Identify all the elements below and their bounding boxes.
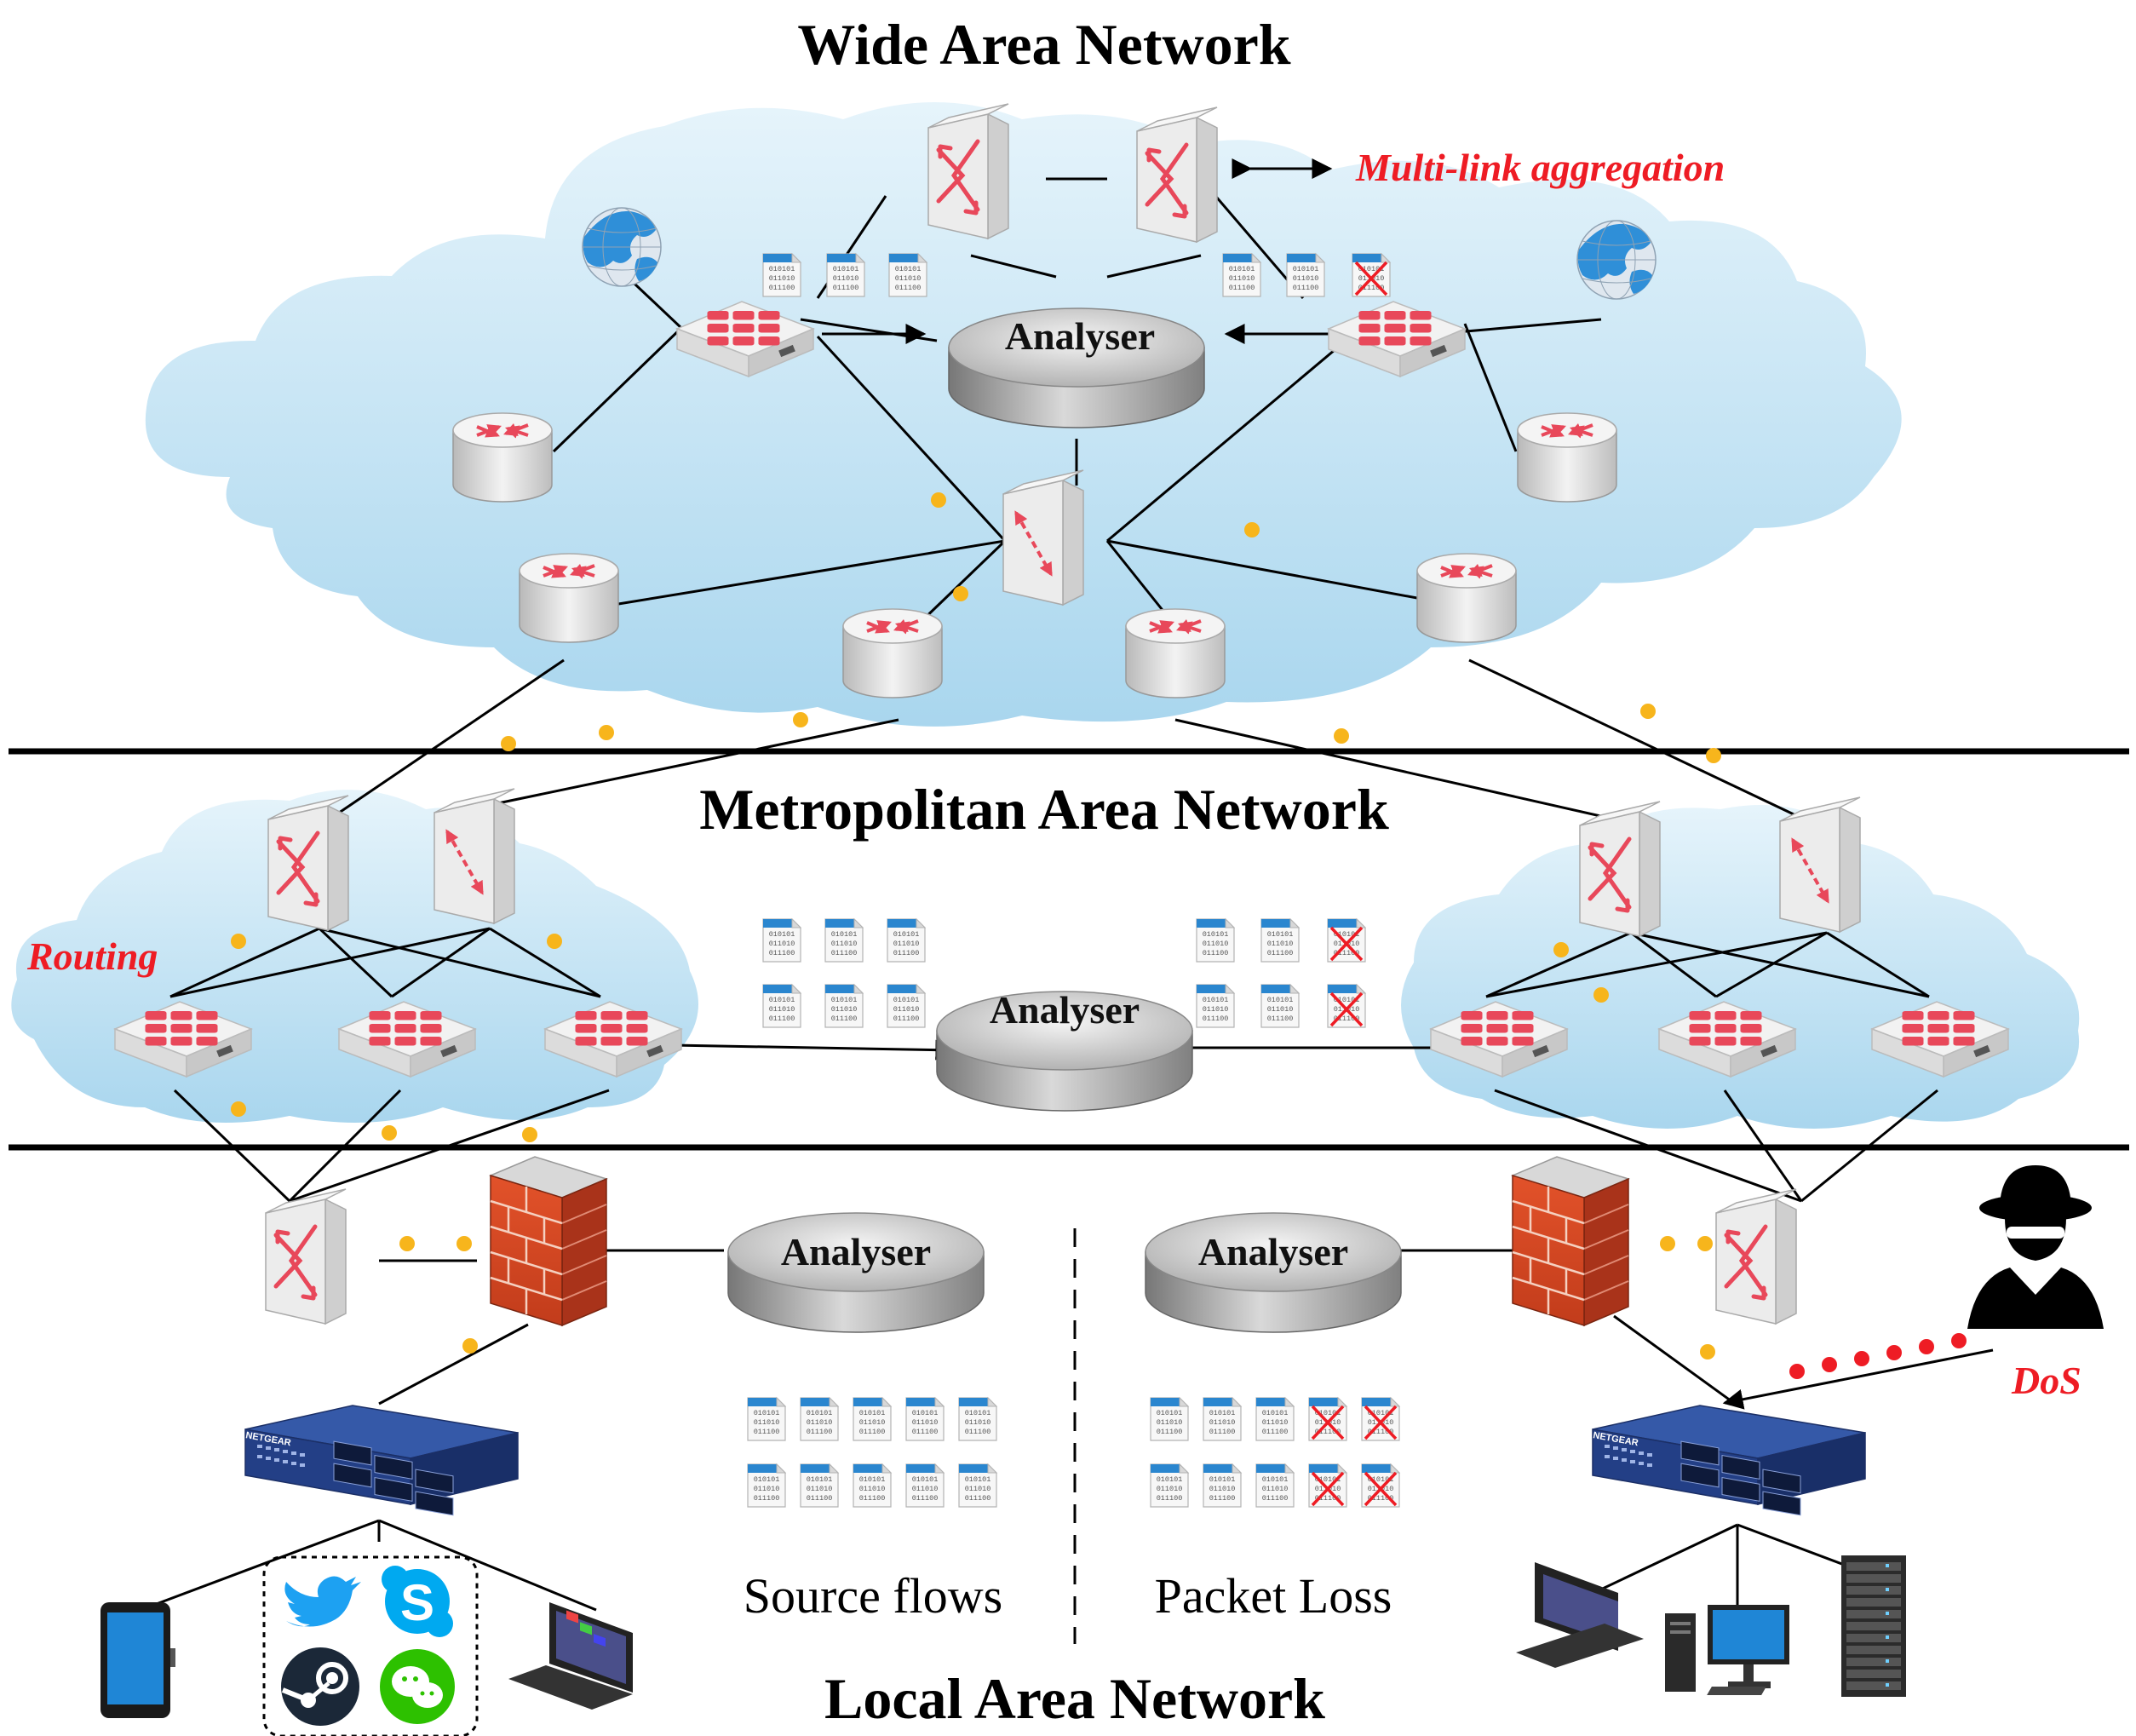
apps-group: S: [264, 1557, 477, 1736]
man-files-right: [1197, 919, 1365, 1027]
man-left-switch-2[interactable]: [434, 789, 514, 923]
man-right-switch-1[interactable]: [1580, 802, 1660, 936]
server-rack-icon: [1841, 1555, 1906, 1697]
wan-router-4[interactable]: [843, 609, 942, 698]
lan-right-ethernet-switch[interactable]: [1593, 1405, 1865, 1515]
svg-text:S: S: [400, 1574, 434, 1631]
wechat-icon: [380, 1649, 455, 1724]
wan-core-switch-1[interactable]: [928, 104, 1008, 239]
source-flows-caption: Source flows: [744, 1572, 1002, 1621]
man-left-switch-1[interactable]: [268, 796, 348, 930]
man-cloud-right: [1401, 805, 2079, 1129]
wan-router-5[interactable]: [1126, 609, 1225, 698]
wan-title: Wide Area Network: [797, 15, 1290, 73]
tablet-icon: [100, 1602, 175, 1718]
wan-router-6[interactable]: [1417, 554, 1516, 642]
lan-title: Local Area Network: [824, 1670, 1325, 1727]
man-title: Metropolitan Area Network: [699, 780, 1389, 838]
skype-icon: S: [382, 1566, 453, 1637]
wan-router-3[interactable]: [520, 554, 618, 642]
lan-analyser-right-label: Analyser: [1198, 1233, 1348, 1272]
wan-analyser-label: Analyser: [1005, 317, 1155, 356]
hacker-icon: [1967, 1165, 2104, 1329]
multilink-label: Multi-link aggregation: [1356, 148, 1725, 187]
globe-icon: [1577, 221, 1656, 299]
wan-center-switch[interactable]: [1003, 470, 1083, 605]
lan-left-ethernet-switch[interactable]: [245, 1405, 518, 1515]
lan-files-loss: [1151, 1398, 1399, 1507]
man-files-left: [763, 919, 925, 1027]
dos-label: DoS: [2012, 1361, 2081, 1400]
wan-files-right: [1223, 254, 1390, 296]
globe-icon: [583, 208, 661, 286]
lan-right-firewall[interactable]: [1513, 1157, 1628, 1325]
wan-core-switch-2[interactable]: [1137, 107, 1217, 242]
man-analyser-label: Analyser: [990, 991, 1140, 1030]
lan-analyser-left-label: Analyser: [781, 1233, 931, 1272]
packet-loss-caption: Packet Loss: [1155, 1572, 1392, 1621]
lan-left-switch[interactable]: [266, 1189, 346, 1324]
steam-icon: [281, 1647, 359, 1726]
wan-files-left: [763, 254, 927, 296]
laptop-icon: [508, 1602, 633, 1710]
lan-files-source: [748, 1398, 996, 1507]
lan-left-firewall[interactable]: [491, 1157, 606, 1325]
wan-router-1[interactable]: [453, 413, 552, 502]
routing-label: Routing: [27, 937, 158, 976]
desktop-icon: [1665, 1605, 1789, 1695]
lan-right-switch[interactable]: [1716, 1189, 1796, 1324]
twitter-icon: [284, 1576, 361, 1626]
man-right-switch-2[interactable]: [1780, 797, 1860, 932]
wan-router-2[interactable]: [1518, 413, 1616, 502]
